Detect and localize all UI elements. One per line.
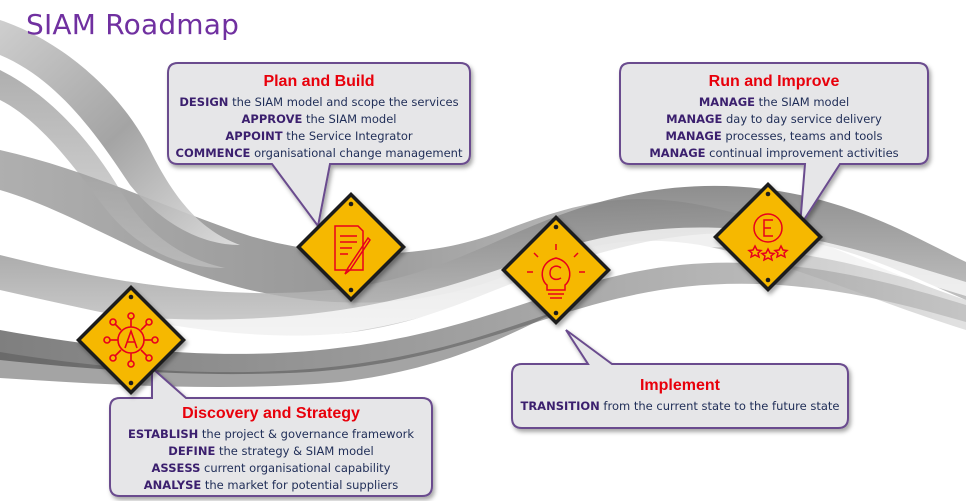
lightbulb-c-icon	[527, 244, 585, 299]
stage-item-text: the strategy & SIAM model	[215, 444, 374, 458]
stage-item-keyword: MANAGE	[698, 95, 756, 109]
stage-item: ESTABLISH the project & governance frame…	[112, 426, 430, 443]
stage-item-keyword: ASSESS	[151, 461, 201, 475]
stage-item-keyword: ESTABLISH	[127, 427, 199, 441]
stage-item-text: the SIAM model	[755, 95, 850, 109]
stage-item-text: from the current state to the future sta…	[599, 399, 840, 413]
swoosh-ribbon	[0, 20, 966, 387]
stage-item-keyword: APPOINT	[225, 129, 283, 143]
stage-item-keyword: ANALYSE	[143, 478, 202, 492]
callout-bubble-plan	[167, 62, 471, 229]
stage-item-keyword: TRANSITION	[520, 399, 600, 413]
callout-bubble-discovery	[109, 365, 433, 497]
stage-item-text: day to day service delivery	[722, 112, 882, 126]
stage-title-run: Run and Improve	[708, 73, 840, 90]
stage-item-keyword: MANAGE	[649, 146, 706, 160]
stage-item-text: the SIAM model and scope the services	[228, 95, 459, 109]
stage-item: MANAGE processes, teams and tools	[622, 128, 926, 145]
stage-item-text: the Service Integrator	[282, 129, 413, 143]
stage-item-keyword: COMMENCE	[175, 146, 251, 160]
document-pen-icon	[334, 225, 371, 275]
stage-item: COMMENCE organisational change managemen…	[170, 145, 468, 162]
sign-plan	[296, 192, 406, 302]
callout-run: Run and Improve MANAGE the SIAM model MA…	[622, 72, 926, 162]
stage-item: ASSESS current organisational capability	[112, 460, 430, 477]
badge-e-stars-icon	[747, 213, 789, 262]
callout-bubble-implement	[511, 329, 849, 429]
stage-item-keyword: MANAGE	[665, 129, 722, 143]
stage-item: APPROVE the SIAM model	[170, 111, 468, 128]
stage-item-text: the project & governance framework	[198, 427, 414, 441]
stage-item-text: the SIAM model	[302, 112, 397, 126]
sign-run	[713, 182, 823, 292]
stage-item-text: organisational change management	[250, 146, 463, 160]
stage-item: DEFINE the strategy & SIAM model	[112, 443, 430, 460]
network-a-icon	[103, 312, 159, 368]
stage-item: APPOINT the Service Integrator	[170, 128, 468, 145]
stage-title-implement: Implement	[639, 377, 720, 394]
stage-title-plan: Plan and Build	[263, 73, 375, 90]
stage-item-text: continual improvement activities	[705, 146, 899, 160]
sign-discovery	[76, 285, 186, 395]
stage-item: TRANSITION from the current state to the…	[514, 398, 846, 415]
stage-item-keyword: APPROVE	[241, 112, 303, 126]
stage-item-keyword: DESIGN	[179, 95, 229, 109]
sign-implement	[501, 215, 611, 325]
stage-title-discovery: Discovery and Strategy	[182, 405, 360, 422]
stage-item: MANAGE continual improvement activities	[622, 145, 926, 162]
page-title: SIAM Roadmap	[26, 8, 240, 41]
stage-item: ANALYSE the market for potential supplie…	[112, 477, 430, 494]
callout-implement: Implement TRANSITION from the current st…	[514, 376, 846, 415]
stage-item-text: the market for potential suppliers	[201, 478, 399, 492]
stage-item-text: processes, teams and tools	[721, 129, 883, 143]
stage-item-text: current organisational capability	[200, 461, 391, 475]
stage-item: MANAGE day to day service delivery	[622, 111, 926, 128]
stage-item: DESIGN the SIAM model and scope the serv…	[170, 94, 468, 111]
callout-discovery: Discovery and Strategy ESTABLISH the pro…	[112, 404, 430, 494]
callout-plan: Plan and Build DESIGN the SIAM model and…	[170, 72, 468, 162]
callout-bubble-run	[619, 62, 929, 227]
stage-item: MANAGE the SIAM model	[622, 94, 926, 111]
stage-item-keyword: DEFINE	[168, 444, 216, 458]
stage-item-keyword: MANAGE	[666, 112, 723, 126]
